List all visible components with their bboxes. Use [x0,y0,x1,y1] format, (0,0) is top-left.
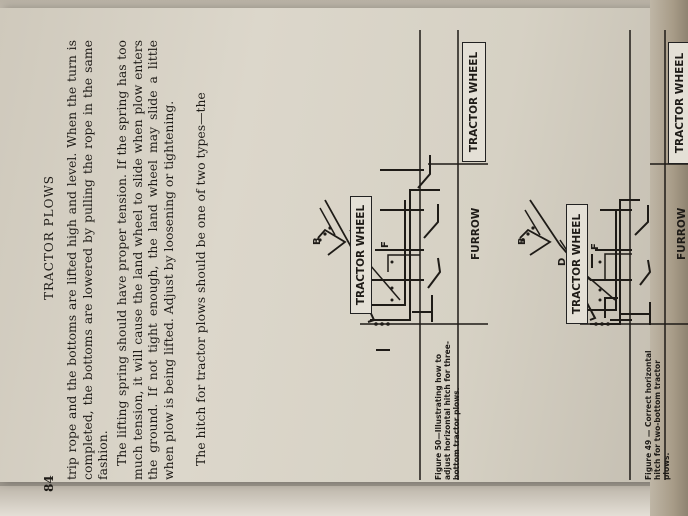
figure-49-drawing: B D E F [517,30,688,480]
furrow-label: FURROW [470,207,482,260]
book-page [0,8,664,482]
label-f: F [380,241,391,248]
label-f: F [590,243,601,250]
rotated-page-content: 84 TRACTOR PLOWS trip rope and the botto… [20,20,688,500]
label-d: D [557,258,568,266]
figure-50-caption: Figure 50—Illustrating how to adjust hor… [434,341,461,480]
tractor-wheel-label-bottom: TRACTOR WHEEL [462,42,486,162]
label-b: B [517,237,528,245]
table-surface [0,486,688,516]
tractor-wheel-label-top: TRACTOR WHEEL [350,196,372,314]
label-b: B [312,237,323,245]
